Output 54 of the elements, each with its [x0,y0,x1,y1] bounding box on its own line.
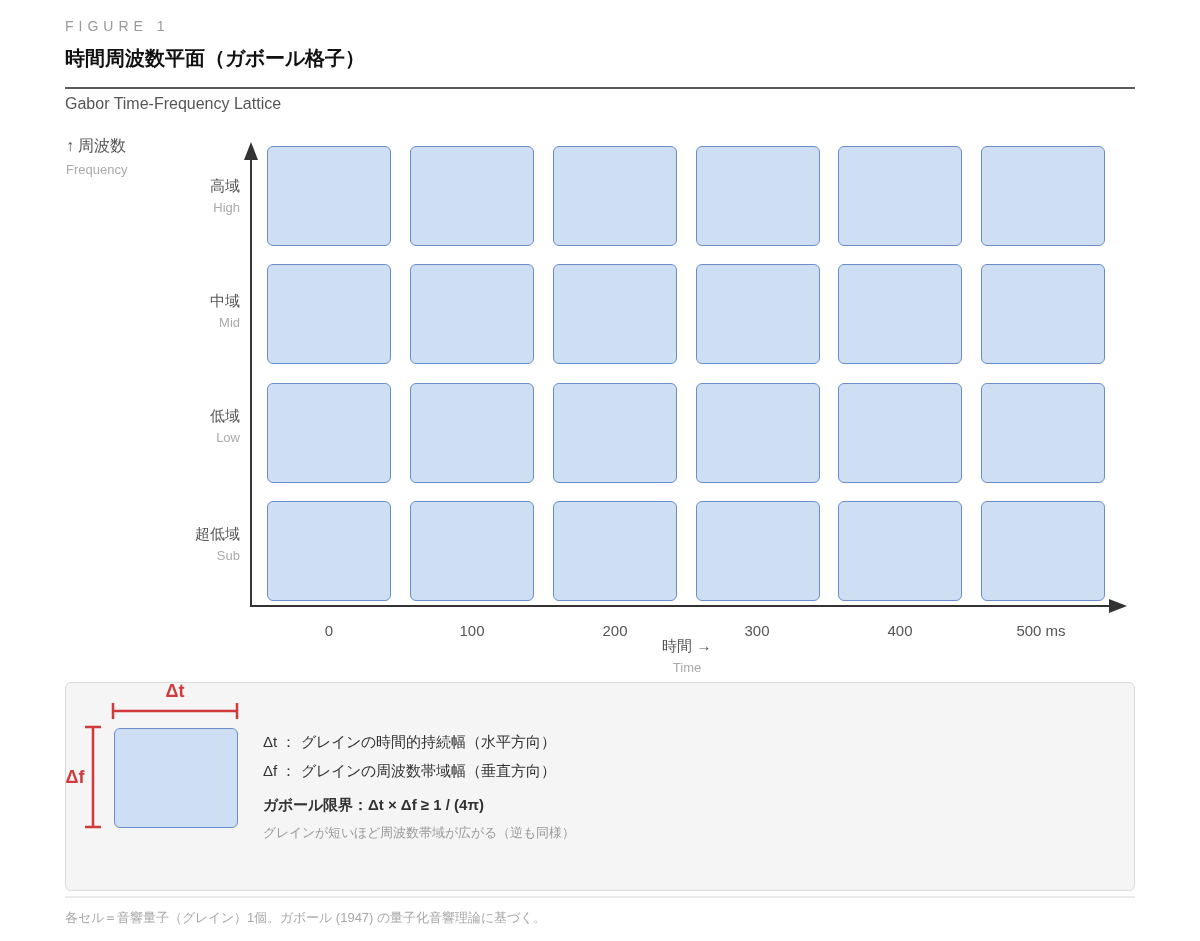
grid-cell [981,501,1105,601]
grid-cell [267,383,391,483]
grid-cell [410,264,534,364]
row-label: Low [216,429,240,447]
grid-cell [838,501,962,601]
row-label: Sub [216,547,240,565]
axis-label: 時間 → [662,636,712,656]
tick-label: 100 [459,621,485,641]
grid-cell [696,264,820,364]
axis-label: ↑ 周波数 [66,136,127,156]
tick-label: 300 [744,621,770,641]
dimension-label: Δf [65,765,85,789]
tick-label: 400 [887,621,913,641]
figure-label: FIGURE 1 [65,18,170,36]
grid-cell [838,264,962,364]
grid-cell [981,264,1105,364]
legend-panel [65,682,1135,891]
grid-cell [267,146,391,246]
grid-cell [696,501,820,601]
grid-cell [553,264,677,364]
grid-cell [838,383,962,483]
axis-sublabel: Frequency [66,161,128,179]
tick-label: 0 [324,621,334,641]
caption: 各セル＝音響量子（グレイン）1個。ガボール (1947) の量子化音響理論に基づく。 [65,909,547,927]
definition-text: Δt ： グレインの時間的持続幅（水平方向） [263,732,556,752]
row-label: 中域 [210,291,240,311]
grid-cell [696,146,820,246]
tick-label: 500 ms [1016,621,1066,641]
grid-cell [410,146,534,246]
formula-text: ガボール限界：Δt × Δf ≥ 1 / (4π) [263,795,484,815]
subtitle: Gabor Time-Frequency Lattice [65,94,282,114]
axis-sublabel: Time [672,659,702,677]
row-label: 超低域 [195,524,240,544]
note-text: グレインが短いほど周波数帯域が広がる（逆も同様） [263,824,575,842]
grid-cell [553,501,677,601]
row-label: 低域 [210,406,240,426]
grid-cell [553,383,677,483]
grid-cell [553,146,677,246]
tick-label: 200 [602,621,628,641]
sample-cell [114,728,238,828]
dimension-label: Δt [165,679,185,703]
grid-cell [696,383,820,483]
row-label: 高域 [210,176,240,196]
grid-cell [838,146,962,246]
grid-cell [267,501,391,601]
row-label: High [213,199,240,217]
grid-cell [267,264,391,364]
row-label: Mid [219,314,240,332]
definition-text: Δf ： グレインの周波数帯域幅（垂直方向） [263,761,556,781]
grid-cell [410,501,534,601]
grid-cell [410,383,534,483]
title: 時間周波数平面（ガボール格子） [65,45,365,71]
grid-cell [981,383,1105,483]
grid-cell [981,146,1105,246]
